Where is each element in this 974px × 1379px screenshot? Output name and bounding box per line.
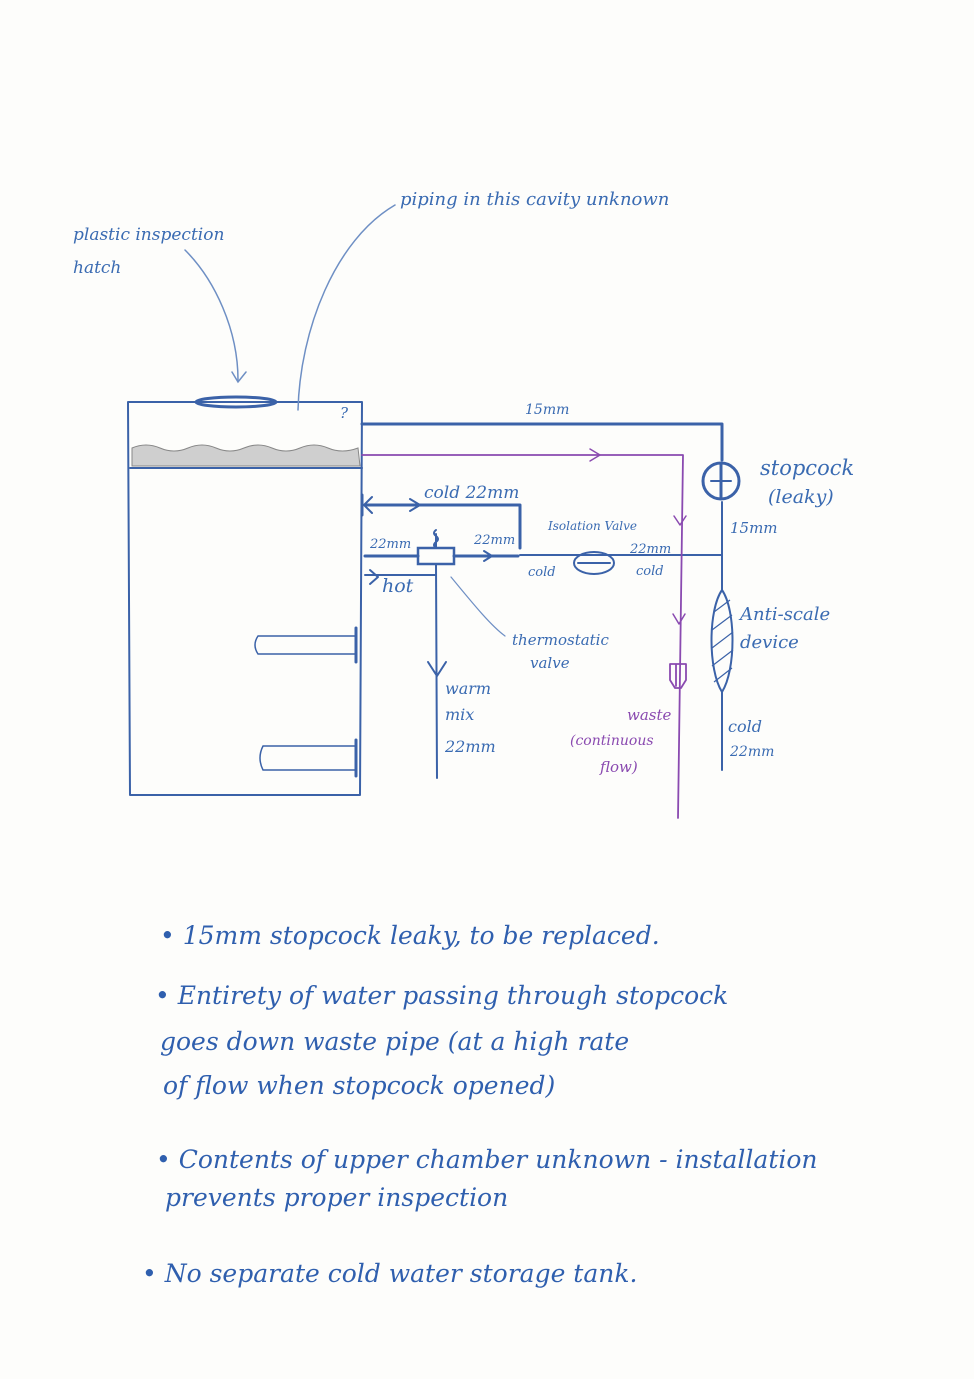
note-1-line-1: • 15mm stopcock leaky, to be replaced.	[160, 921, 660, 950]
label-cold-a: cold	[528, 565, 556, 580]
label-22mm-right: 22mm	[629, 542, 671, 557]
anti-scale-device	[710, 588, 734, 771]
label-isolation-valve: Isolation Valve	[547, 519, 637, 533]
water-level	[131, 444, 361, 467]
label-warm-3: 22mm	[444, 737, 496, 756]
label-waste-3: flow)	[599, 758, 638, 776]
stopcock	[701, 461, 741, 501]
label-cold-22mm: cold 22mm	[424, 483, 519, 503]
waste-pipe	[361, 448, 687, 819]
label-waste-1: waste	[627, 706, 672, 724]
label-stopcock-2: (leaky)	[768, 486, 834, 508]
cold-feed-15mm	[360, 422, 724, 591]
cylinder-unit	[127, 395, 363, 796]
note-2-line-2: goes down waste pipe (at a high rate	[160, 1027, 629, 1056]
label-question: ?	[340, 404, 349, 422]
isolation-valve	[573, 551, 615, 575]
label-cold-bottom-1: cold	[728, 717, 762, 736]
label-thermo-1: thermostatic	[512, 631, 609, 649]
heater-element-lower	[259, 738, 358, 778]
note-4-line-1: • No separate cold water storage tank.	[142, 1259, 637, 1288]
label-antiscale-1: Anti-scale	[738, 604, 830, 625]
label-hatch-2: hatch	[73, 258, 121, 278]
inspection-hatch	[194, 395, 278, 409]
label-warm-2: mix	[445, 705, 474, 724]
hot-feed	[364, 569, 437, 585]
note-2-line-1: • Entirety of water passing through stop…	[155, 981, 728, 1010]
heater-element-upper	[254, 626, 358, 664]
label-22mm-mid: 22mm	[473, 533, 515, 548]
label-22mm-left: 22mm	[369, 537, 411, 552]
note-2-line-3: of flow when stopcock opened)	[163, 1071, 555, 1100]
label-15mm-top: 15mm	[525, 402, 569, 418]
label-cavity: piping in this cavity unknown	[400, 189, 669, 210]
label-15mm-right: 15mm	[730, 519, 778, 537]
notes: • 15mm stopcock leaky, to be replaced. •…	[142, 921, 818, 1288]
warm-mix-outlet	[427, 563, 447, 779]
label-cold-bottom-2: 22mm	[729, 744, 774, 760]
tundish	[669, 663, 687, 689]
label-antiscale-2: device	[740, 632, 799, 653]
note-3-line-2: prevents proper inspection	[165, 1183, 508, 1212]
label-hatch-1: plastic inspection	[73, 225, 224, 245]
label-waste-2: (continuous	[570, 733, 654, 749]
cold-return-22mm	[360, 493, 522, 550]
note-3-line-1: • Contents of upper chamber unknown - in…	[156, 1145, 818, 1174]
label-thermo-2: valve	[530, 654, 570, 672]
label-cold-b: cold	[636, 564, 664, 579]
label-warm-1: warm	[445, 679, 491, 698]
label-hot: hot	[382, 575, 414, 597]
label-stopcock-1: stopcock	[760, 456, 854, 480]
